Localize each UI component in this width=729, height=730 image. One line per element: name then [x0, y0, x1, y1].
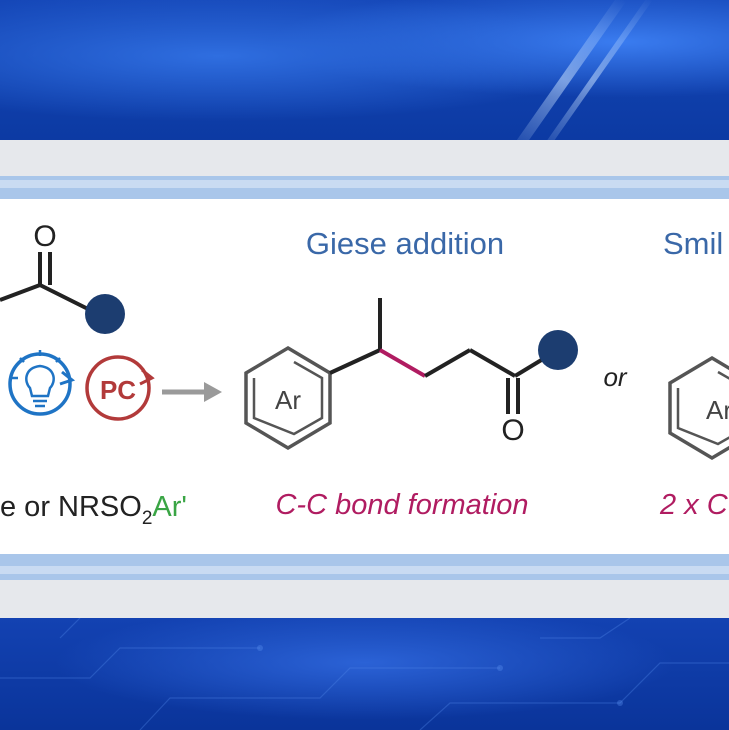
giese-product: Ar O	[244, 298, 578, 451]
smiles-product: Ar	[668, 355, 729, 461]
left-reagent-bond	[0, 283, 41, 302]
giese-oxygen: O	[501, 414, 524, 447]
giese-caption: C-C bond formation	[275, 489, 528, 521]
giese-title: Giese addition	[306, 226, 504, 261]
new-cc-bond	[378, 348, 427, 378]
smiles-ring-label: Ar	[706, 395, 729, 425]
pc-cycle-arrow	[139, 368, 155, 386]
left-reagent: O	[0, 220, 125, 334]
aryl-chain-bond	[329, 348, 381, 375]
frame-band-bottom-blue-inner	[0, 566, 729, 574]
background-bottom	[0, 618, 729, 730]
smiles-title: Smil	[663, 226, 723, 261]
scheme-panel	[0, 199, 729, 554]
aryl-ring	[668, 355, 729, 461]
light-cycle-arrow	[59, 370, 76, 386]
left-reagent-oxygen: O	[33, 220, 56, 253]
smiles-caption: 2 x C	[659, 489, 729, 521]
aryl-ring-inner	[676, 370, 729, 446]
chain-bond	[468, 348, 517, 378]
or-label: or	[603, 362, 627, 392]
substituent-dot	[85, 294, 125, 334]
pc-circle	[85, 355, 151, 421]
substituent-dot	[538, 330, 578, 370]
frame-band-top-gray	[0, 140, 729, 176]
arrow-head	[204, 382, 222, 402]
pc-label: PC	[100, 375, 136, 405]
frame-band-bottom-gray	[0, 580, 729, 618]
visible-light-icon	[8, 350, 76, 416]
background-top	[0, 0, 729, 165]
left-reagent-bond	[39, 283, 91, 312]
giese-ring-label: Ar	[275, 385, 301, 415]
lightbulb-icon	[12, 350, 61, 408]
aryl-ring-inner	[252, 360, 324, 436]
circuit-pattern	[0, 618, 729, 730]
photocatalyst-icon: PC	[85, 355, 155, 421]
chain-bond	[423, 348, 472, 378]
frame-band-top-blue-inner	[0, 180, 729, 188]
left-condition-text: e or NRSO2Ar'	[0, 491, 187, 529]
reaction-arrow	[162, 382, 222, 402]
